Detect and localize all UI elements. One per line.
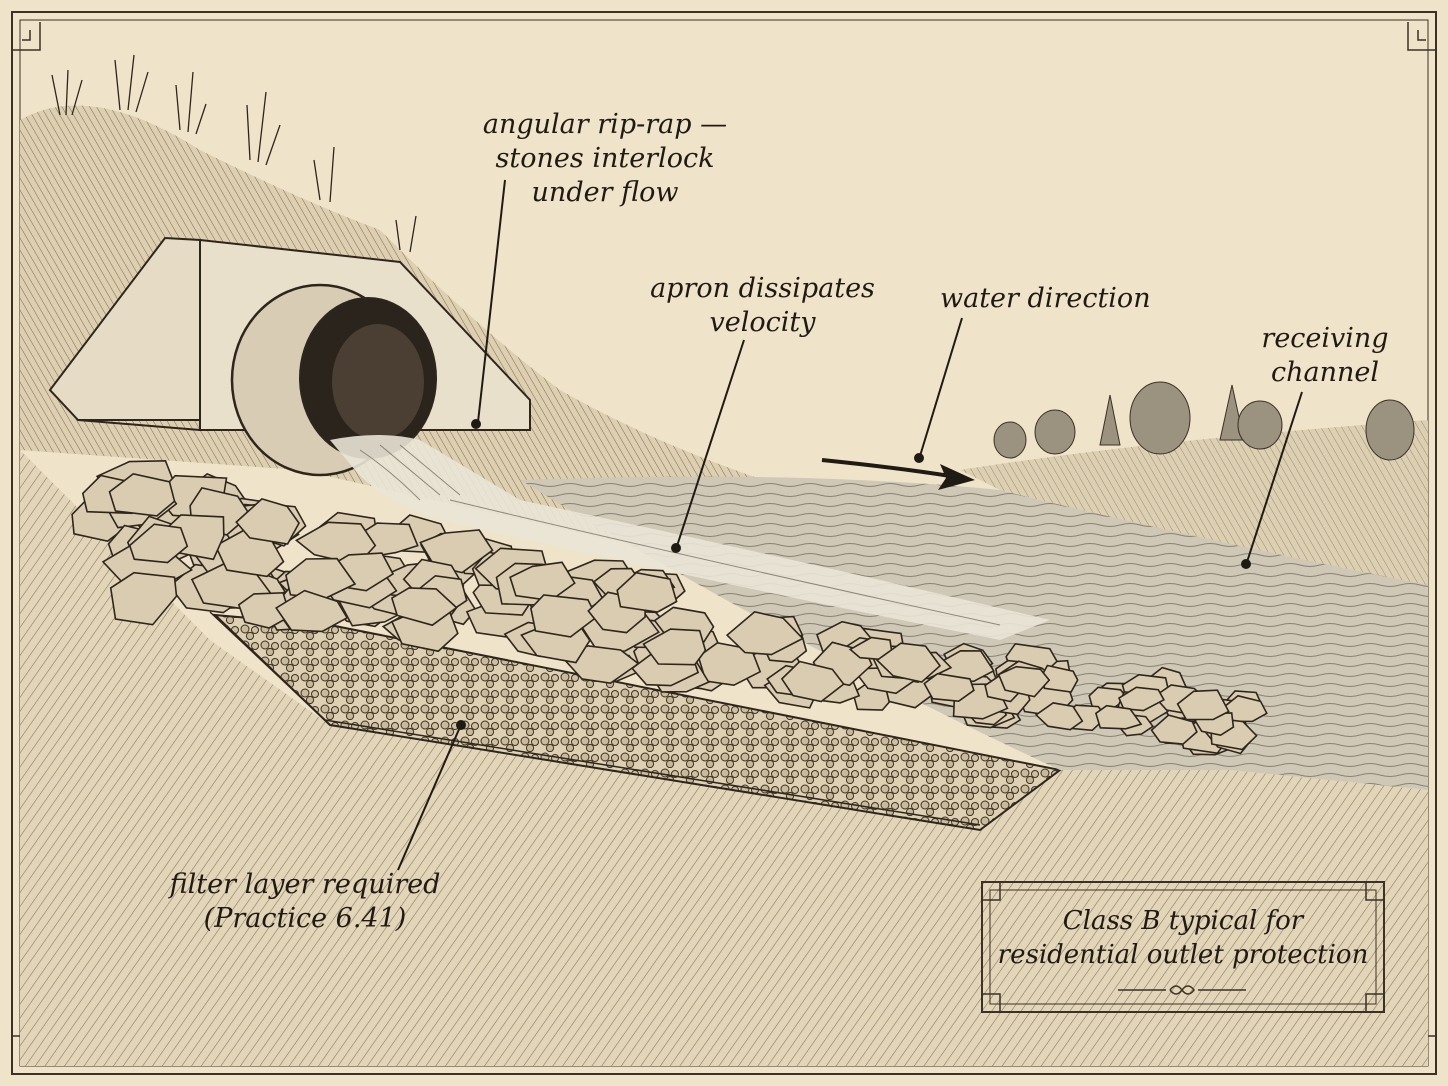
water-direction-label: water direction	[940, 282, 1150, 316]
riprap-label-line-2: stones interlock	[470, 142, 740, 176]
apron-label-line-1: apron dissipates	[640, 272, 885, 306]
filter-label-line-2: (Practice 6.41)	[160, 902, 450, 936]
channel-label-line-1: receiving	[1240, 322, 1410, 356]
class-note-box: Class B typical for residential outlet p…	[982, 882, 1384, 1012]
class-note-text: Class B typical for residential outlet p…	[982, 904, 1384, 972]
note-line-1: Class B typical for	[982, 904, 1384, 938]
filter-label-line-1: filter layer required	[160, 868, 450, 902]
water-direction-label-line-1: water direction	[940, 282, 1150, 316]
receiving-channel-label: receiving channel	[1240, 322, 1410, 390]
channel-label-line-2: channel	[1240, 356, 1410, 390]
filter-layer-label: filter layer required (Practice 6.41)	[160, 868, 450, 936]
note-line-2: residential outlet protection	[982, 938, 1384, 972]
riprap-label-line-3: under flow	[470, 176, 740, 210]
apron-label-line-2: velocity	[640, 306, 885, 340]
riprap-label: angular rip-rap — stones interlock under…	[470, 108, 740, 210]
apron-label: apron dissipates velocity	[640, 272, 885, 340]
riprap-label-line-1: angular rip-rap —	[470, 108, 740, 142]
leader-water	[920, 318, 962, 456]
